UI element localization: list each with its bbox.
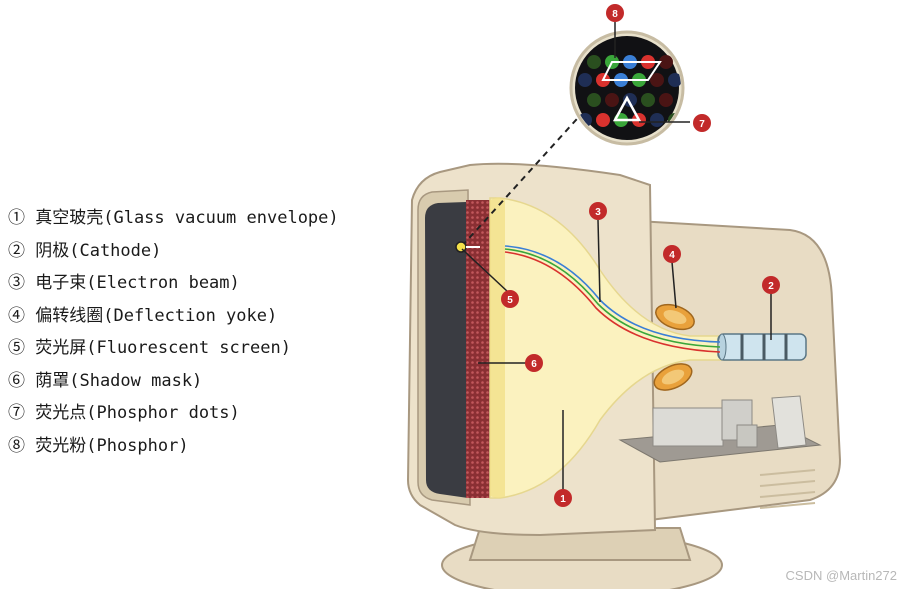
watermark: CSDN @Martin272 [785,568,897,583]
legend-item-cathode: ② 阴极(Cathode) [8,240,162,261]
callout-badge-7: 7 [693,114,711,132]
callout-badge-2: 2 [762,276,780,294]
callout-badge-5: 5 [501,290,519,308]
legend-item-electron-beam: ③ 电子束(Electron beam) [8,273,240,293]
legend-item-deflection-yoke: ④ 偏转线圈(Deflection yoke) [8,305,278,326]
callout-badge-4: 4 [663,245,681,263]
callout-badge-6: 6 [525,354,543,372]
phosphor-zoom-view [569,30,685,146]
legend-item-shadow-mask: ⑥ 荫罩(Shadow mask) [8,370,203,391]
callout-8-label: 8 [612,9,618,20]
legend-item-phosphor-dots: ⑦ 荧光点(Phosphor dots) [8,403,240,423]
callout-1-label: 1 [560,494,566,505]
deflection-yoke [653,303,695,391]
callout-badge-1: 1 [554,489,572,507]
callout-badge-8: 8 [606,4,624,22]
cathode-neck [717,333,807,361]
callout-3-label: 3 [595,207,601,218]
legend: ① 真空玻壳(Glass vacuum envelope) ② 阴极(Catho… [8,202,339,462]
callout-4-label: 4 [669,250,675,261]
callout-7-label: 7 [699,119,705,130]
callout-2-label: 2 [768,281,774,292]
legend-item-phosphor: ⑧ 荧光粉(Phosphor) [8,435,189,456]
screen-face [425,202,468,498]
internal-electronics [618,395,822,463]
legend-item-glass-envelope: ① 真空玻壳(Glass vacuum envelope) [8,208,339,228]
callout-leader-lines [461,22,772,490]
shadow-mask-layer [466,200,492,498]
callout-badge-3: 3 [589,202,607,220]
callout-6-label: 6 [531,359,537,370]
callout-5-label: 5 [507,295,513,306]
monitor-base [441,527,723,589]
zoom-leader-line [461,109,586,247]
legend-item-fluorescent-screen: ⑤ 荧光屏(Fluorescent screen) [8,338,291,358]
